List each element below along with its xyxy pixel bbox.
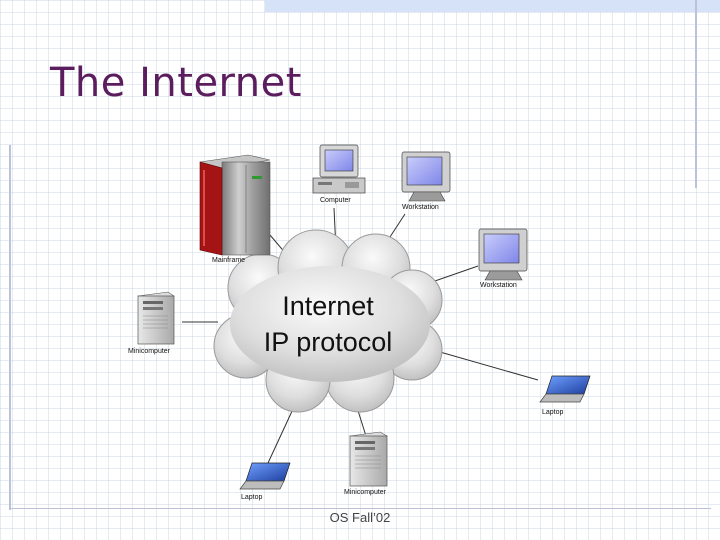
- right-rule: [695, 0, 697, 188]
- laptop-1: Laptop: [539, 375, 591, 416]
- cloud-label-line1: Internet: [282, 291, 374, 321]
- minicomputer-tower-icon: [349, 431, 388, 487]
- mainframe-icon: [199, 154, 271, 256]
- workstation-2: Workstation: [478, 228, 528, 289]
- minicomputer-2: Minicomputer: [344, 431, 388, 496]
- link-laptop-1: [439, 351, 539, 381]
- device-label: Laptop: [542, 409, 564, 416]
- minicomputer-1: Minicomputer: [128, 291, 175, 355]
- device-label: Workstation: [480, 282, 517, 289]
- laptop-icon: [539, 375, 591, 403]
- slide-title: The Internet: [50, 60, 302, 106]
- laptop-icon: [239, 462, 291, 490]
- workstation-1: Workstation: [401, 151, 451, 211]
- link-workstation-2: [431, 265, 479, 283]
- mainframe: Mainframe: [199, 154, 271, 264]
- top-accent-bar: [265, 0, 720, 12]
- cloud-label-line2: IP protocol: [264, 327, 393, 357]
- workstation-monitor-icon: [478, 228, 528, 281]
- device-label: Laptop: [241, 494, 263, 501]
- device-label: Mainframe: [212, 257, 245, 264]
- link-workstation-1: [387, 213, 406, 241]
- device-label: Computer: [320, 197, 351, 204]
- device-label: Workstation: [402, 204, 439, 211]
- slide-footer: OS Fall’02: [329, 510, 391, 525]
- laptop-2: Laptop: [239, 462, 291, 501]
- bottom-rule: [9, 508, 711, 509]
- link-laptop-2: [267, 408, 294, 464]
- device-label: Minicomputer: [128, 348, 171, 355]
- workstation-monitor-icon: [401, 151, 451, 202]
- device-label: Minicomputer: [344, 489, 387, 496]
- desktop-computer: Computer: [312, 144, 366, 204]
- desktop-computer-icon: [312, 144, 366, 194]
- internet-cloud: Internet IP protocol: [213, 229, 443, 413]
- left-rule: [9, 145, 11, 510]
- minicomputer-tower-icon: [137, 291, 175, 345]
